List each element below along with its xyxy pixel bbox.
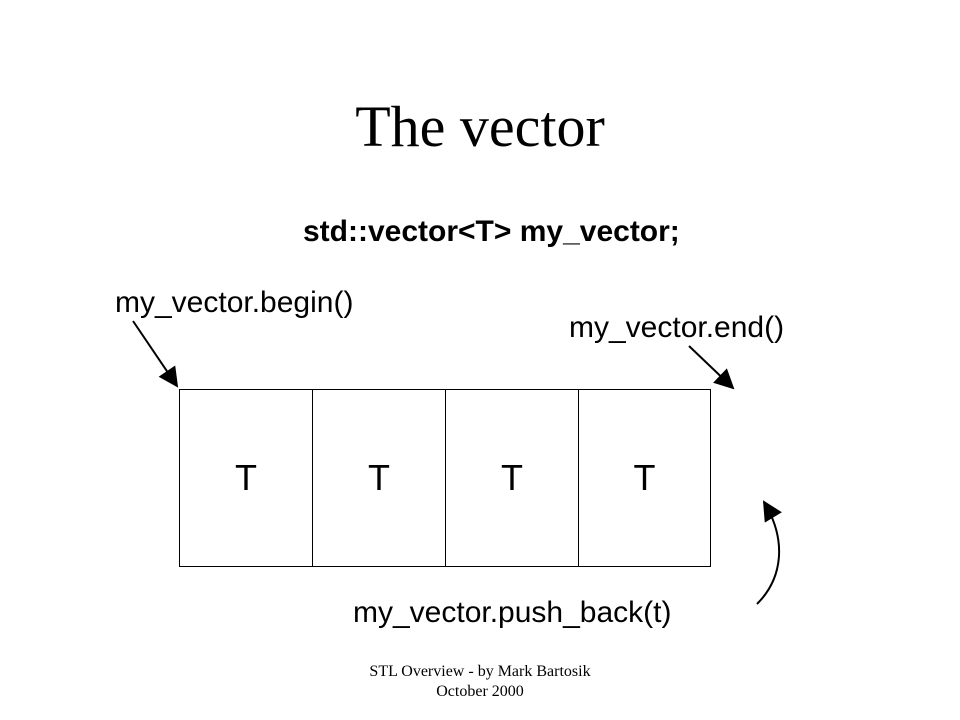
vector-cell-1: T: [179, 389, 313, 567]
vector-cell-4: T: [579, 389, 711, 567]
begin-label: my_vector.begin(): [115, 286, 354, 319]
footer-author: STL Overview - by Mark Bartosik: [369, 663, 591, 680]
slide-footer: STL Overview - by Mark Bartosik October …: [0, 662, 960, 702]
vector-cell-3: T: [446, 389, 579, 567]
slide-title: The vector: [355, 94, 605, 159]
vector-cell-2: T: [313, 389, 446, 567]
end-arrow: [688, 345, 735, 390]
push-back-label: my_vector.push_back(t): [353, 596, 672, 629]
vector-cells: T T T T: [179, 389, 711, 567]
begin-arrow: [132, 320, 179, 388]
footer-date: October 2000: [436, 683, 524, 700]
vector-declaration: std::vector<T> my_vector;: [303, 215, 680, 248]
push-back-arrow: [756, 500, 782, 605]
end-label: my_vector.end(): [569, 311, 785, 344]
